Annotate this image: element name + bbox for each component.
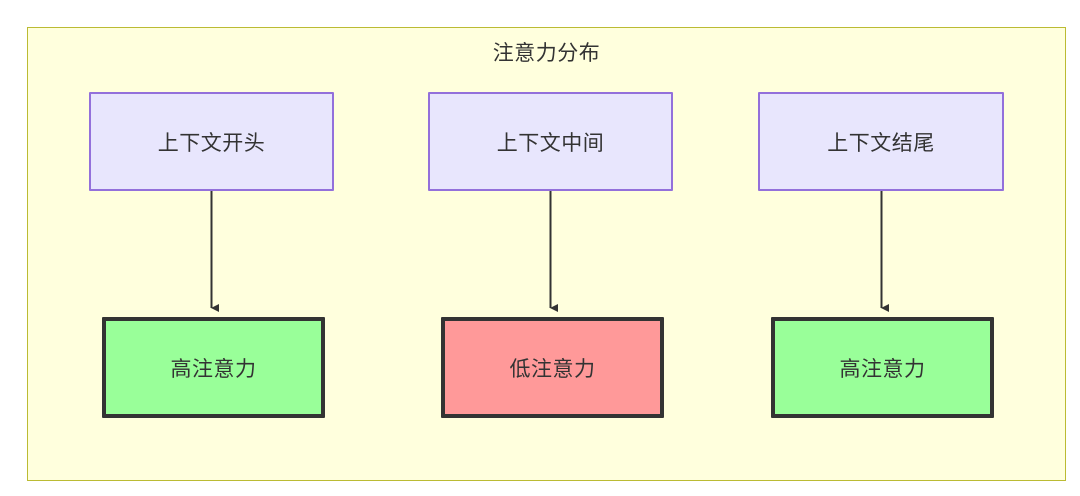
subgraph-title: 注意力分布: [492, 42, 601, 65]
node-low-attention-middle[interactable]: 低注意力: [441, 317, 664, 418]
node-context-middle[interactable]: 上下文中间: [428, 92, 673, 191]
node-high-attention-start[interactable]: 高注意力: [102, 317, 325, 418]
node-context-start[interactable]: 上下文开头: [89, 92, 334, 191]
node-high-attention-end[interactable]: 高注意力: [771, 317, 994, 418]
node-context-end[interactable]: 上下文结尾: [758, 92, 1004, 191]
